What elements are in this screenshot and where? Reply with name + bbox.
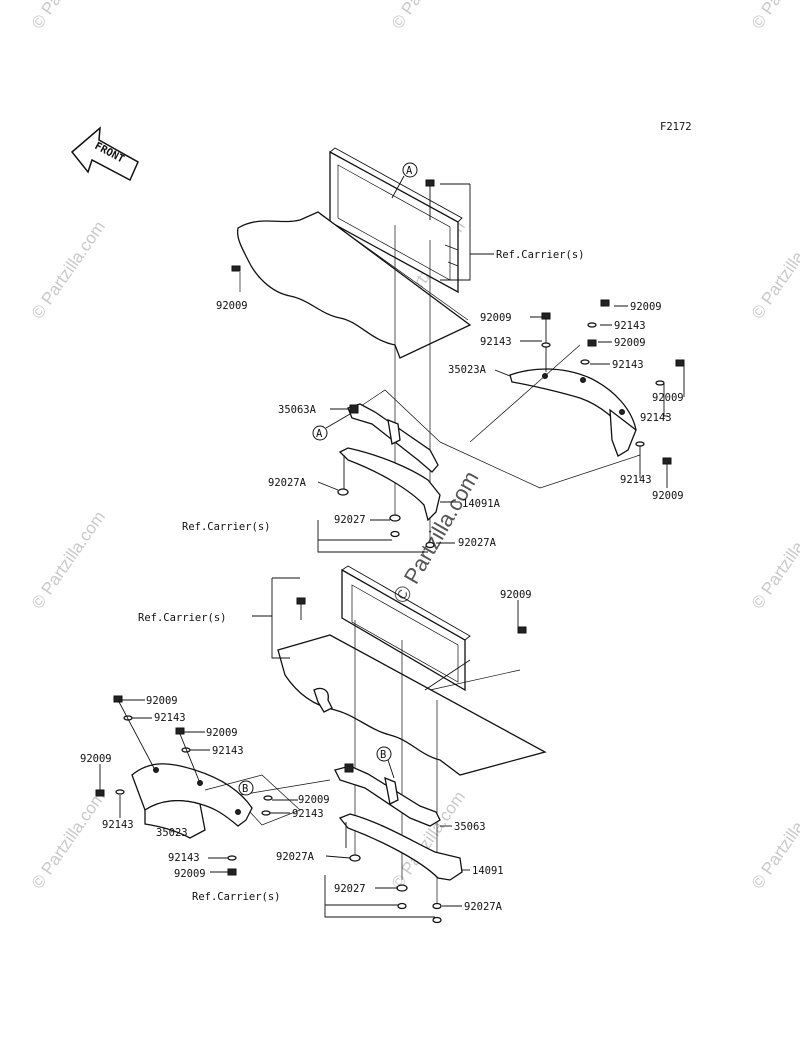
label-ref-carrier: Ref.Carrier(s) — [182, 521, 271, 533]
label-92143: 92143 — [154, 712, 186, 724]
watermark: © Partzilla.com — [28, 508, 109, 613]
callout-b-left: B — [238, 780, 254, 796]
lower-guard-35023 — [131, 763, 253, 839]
label-14091a: 14091A — [462, 498, 501, 510]
watermark: © Partzilla.com — [748, 218, 800, 323]
label-92143: 92143 — [620, 474, 652, 486]
label-92009: 92009 — [500, 589, 532, 601]
watermark: © Partzilla.com — [748, 0, 800, 32]
fasteners-lower-left — [95, 695, 273, 876]
label-92009: 92009 — [216, 300, 248, 312]
label-92009: 92009 — [630, 301, 662, 313]
bracket-35063a — [347, 403, 439, 473]
figure-code: F2172 — [660, 121, 692, 133]
watermark: © Partzilla.com — [28, 0, 109, 32]
label-92009: 92009 — [652, 392, 684, 404]
label-92143: 92143 — [480, 336, 512, 348]
rail-14091 — [338, 813, 463, 881]
label-92027a: 92027A — [268, 477, 307, 489]
label-92143: 92143 — [612, 359, 644, 371]
watermark: © Partzilla.com — [388, 0, 469, 32]
lower-tailgate — [277, 565, 547, 776]
label-92143: 92143 — [212, 745, 244, 757]
label-92009: 92009 — [80, 753, 112, 765]
front-arrow-icon: FRONT — [70, 126, 139, 182]
svg-text:A: A — [406, 165, 413, 177]
label-92009: 92009 — [298, 794, 330, 806]
upper-guard-35023a — [509, 368, 637, 457]
bracket-35063 — [334, 763, 441, 827]
upper-tailgate — [231, 147, 472, 359]
label-ref-carrier: Ref.Carrier(s) — [192, 891, 281, 903]
label-92009: 92009 — [206, 727, 238, 739]
label-92009: 92009 — [614, 337, 646, 349]
svg-text:B: B — [380, 749, 386, 761]
rail-14091a — [338, 447, 441, 522]
label-92143: 92143 — [292, 808, 324, 820]
label-92143: 92143 — [640, 412, 672, 424]
svg-text:A: A — [316, 428, 323, 440]
watermark: © Partzilla.com — [748, 788, 800, 893]
callout-a-mid: A — [312, 413, 351, 441]
svg-text:B: B — [242, 783, 248, 795]
label-92009: 92009 — [146, 695, 178, 707]
label-92143: 92143 — [102, 819, 134, 831]
label-92143: 92143 — [614, 320, 646, 332]
watermark: © Partzilla.com — [28, 218, 109, 323]
label-35023a: 35023A — [448, 364, 487, 376]
watermark: © Partzilla.com — [748, 508, 800, 613]
label-35023: 35023 — [156, 827, 188, 839]
label-92027a: 92027A — [458, 537, 497, 549]
bolt-icon — [231, 265, 241, 272]
callout-a-top: A — [391, 162, 418, 199]
label-92009: 92009 — [174, 868, 206, 880]
label-92009: 92009 — [480, 312, 512, 324]
label-92027: 92027 — [334, 514, 366, 526]
label-ref-carrier: Ref.Carrier(s) — [138, 612, 227, 624]
watermark: © Partzilla.com — [28, 788, 109, 893]
label-92027: 92027 — [334, 883, 366, 895]
label-35063a: 35063A — [278, 404, 317, 416]
label-ref-carrier: Ref.Carrier(s) — [496, 249, 585, 261]
part-labels: Ref.Carrier(s) 92009 92009 92143 92009 9… — [80, 249, 684, 913]
label-92027a: 92027A — [464, 901, 503, 913]
callout-b-mid: B — [376, 746, 395, 779]
label-14091: 14091 — [472, 865, 504, 877]
label-92009: 92009 — [652, 490, 684, 502]
label-35063: 35063 — [454, 821, 486, 833]
label-92027a: 92027A — [276, 851, 315, 863]
label-92143: 92143 — [168, 852, 200, 864]
